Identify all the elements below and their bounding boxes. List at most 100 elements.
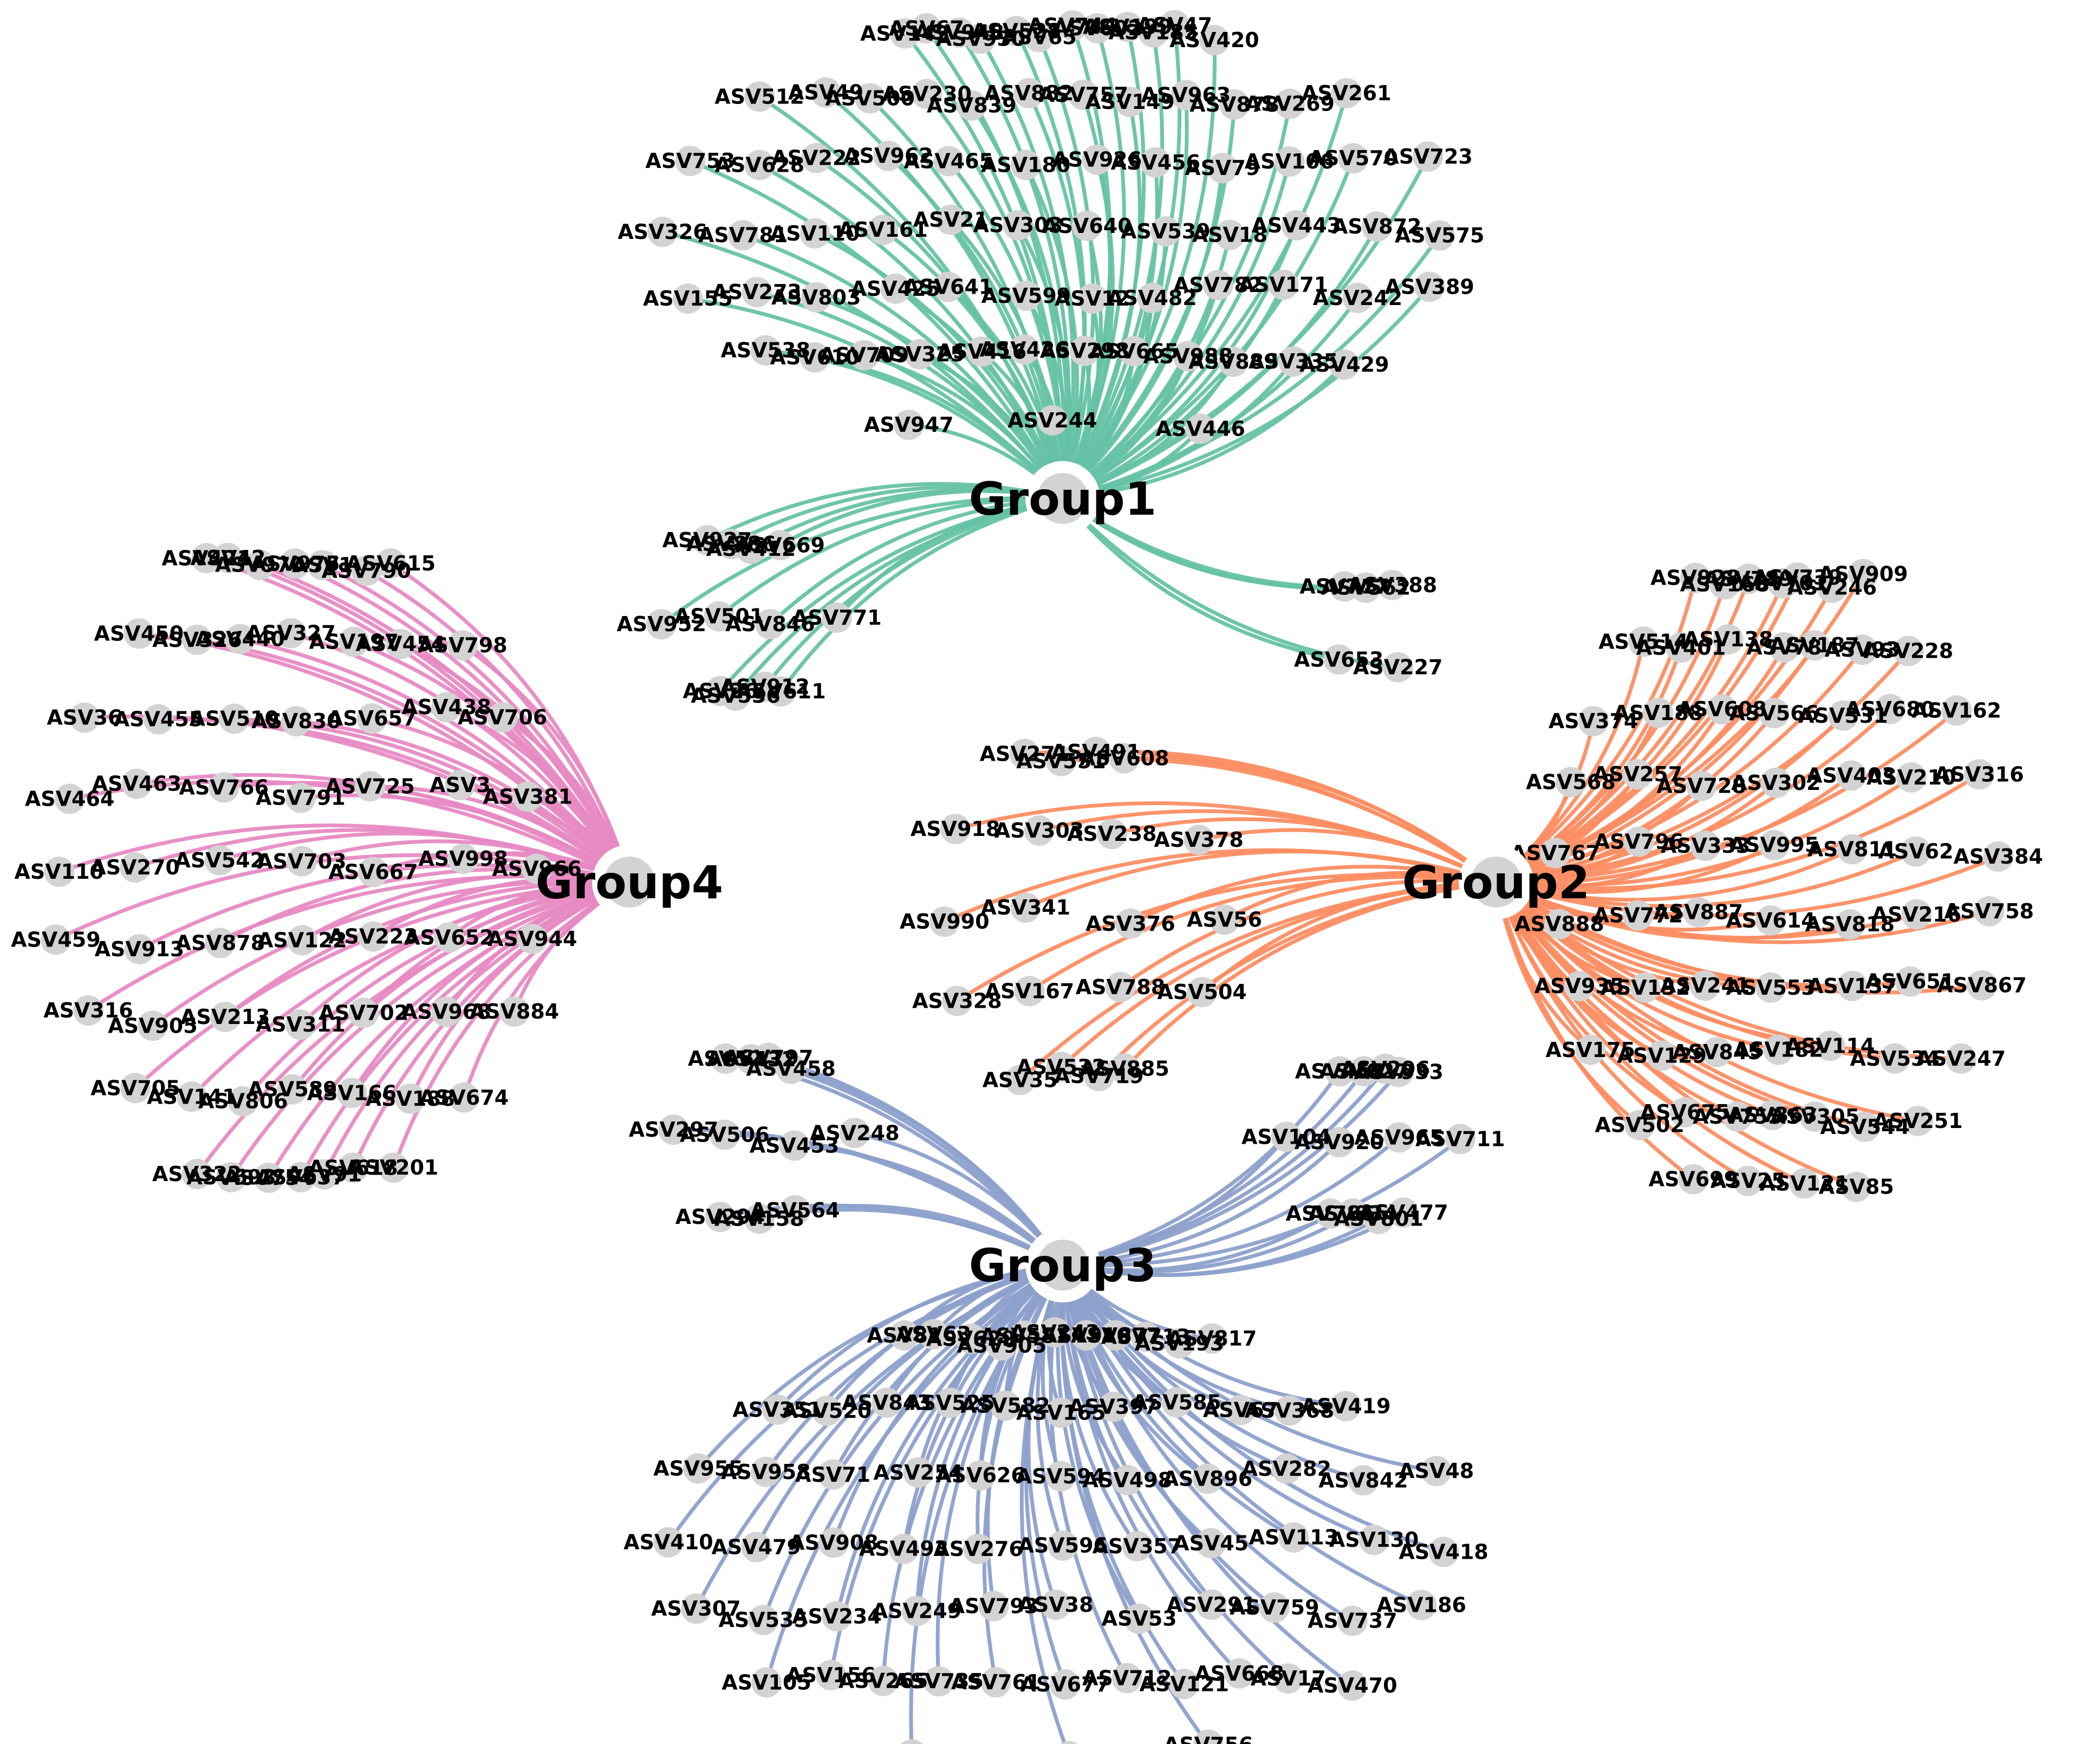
asv-node xyxy=(765,676,796,707)
asv-label: ASV36 xyxy=(47,706,122,730)
edge-group2 xyxy=(1119,878,1498,989)
asv-label: ASV298 xyxy=(1040,339,1130,363)
asv-label: ASV675 xyxy=(1640,1100,1730,1124)
asv-node xyxy=(1388,1197,1419,1228)
asv-label: ASV248 xyxy=(810,1121,900,1145)
asv-node xyxy=(935,204,966,235)
asv-node xyxy=(1045,1461,1076,1492)
asv-label: ASV801 xyxy=(1334,1207,1423,1231)
edge-group3 xyxy=(1061,1263,1439,1473)
asv-label: ASV702 xyxy=(319,1001,409,1025)
asv-node xyxy=(1363,1203,1394,1234)
edge-group4 xyxy=(290,880,632,1092)
asv-label: ASV446 xyxy=(1155,417,1245,440)
asv-label: ASV38 xyxy=(1018,1593,1093,1617)
asv-label: ASV944 xyxy=(487,927,577,951)
asv-node xyxy=(1358,1525,1389,1555)
asv-label: ASV78 xyxy=(1746,636,1822,659)
edge-group1 xyxy=(778,489,1065,547)
asv-label: ASV143 xyxy=(860,22,950,46)
asv-node xyxy=(929,906,960,937)
asv-node xyxy=(522,853,552,884)
asv-label: ASV331 xyxy=(1798,704,1888,728)
asv-node xyxy=(744,81,775,112)
asv-node xyxy=(1709,569,1740,600)
hub-group2 xyxy=(1459,845,1533,919)
asv-label: ASV968 xyxy=(401,1000,491,1024)
asv-label: ASV735 xyxy=(894,1669,984,1693)
asv-label: ASV186 xyxy=(1376,1593,1466,1617)
asv-node xyxy=(1702,1036,1732,1067)
asv-label: ASV570 xyxy=(1309,146,1399,170)
asv-node xyxy=(1555,767,1586,798)
asv-label: ASV963 xyxy=(1141,83,1231,107)
asv-label: ASV410 xyxy=(623,1531,713,1554)
asv-label: ASV990 xyxy=(900,910,990,933)
asv-label: ASV882 xyxy=(984,81,1074,105)
asv-node xyxy=(918,1319,949,1350)
asv-node xyxy=(816,1659,846,1690)
asv-label: ASV608 xyxy=(1677,697,1767,721)
asv-node xyxy=(1828,700,1858,731)
asv-label: ASV771 xyxy=(792,606,882,630)
asv-label: ASV506 xyxy=(680,1123,770,1146)
edge-group3 xyxy=(1061,1263,1348,1408)
asv-node xyxy=(1337,1670,1368,1701)
asv-node xyxy=(956,90,987,121)
asv-node xyxy=(1544,909,1575,939)
asv-label: ASV965 xyxy=(1354,1126,1444,1150)
edge-group2 xyxy=(1494,880,1920,1123)
asv-node xyxy=(799,342,830,373)
asv-node xyxy=(1084,1061,1114,1092)
asv-label: ASV302 xyxy=(1731,771,1821,795)
asv-label: ASV368 xyxy=(1245,1399,1335,1423)
asv-label: ASV216 xyxy=(1872,903,1962,926)
edge-group1 xyxy=(763,496,1065,689)
asv-label: ASV599 xyxy=(981,284,1071,308)
asv-label: ASV995 xyxy=(1730,833,1819,857)
asv-label: ASV425 xyxy=(851,277,941,301)
asv-node xyxy=(818,1527,849,1558)
asv-node xyxy=(351,555,382,586)
asv-node xyxy=(1137,282,1167,313)
edge-group4 xyxy=(351,880,632,1170)
asv-label: ASV276 xyxy=(933,1537,1023,1561)
asv-node xyxy=(817,1459,848,1490)
asv-node xyxy=(933,271,964,302)
asv-node xyxy=(963,1533,994,1564)
asv-node xyxy=(855,83,886,114)
asv-label: ASV867 xyxy=(1937,974,2027,997)
asv-label: ASV294 xyxy=(675,1205,765,1229)
edge-group3 xyxy=(1061,1140,1341,1267)
hub-group1 xyxy=(1025,461,1100,536)
asv-node xyxy=(1003,210,1033,241)
asv-label: ASV652 xyxy=(404,925,494,949)
asv-node xyxy=(209,772,239,803)
asv-label: ASV270 xyxy=(90,855,180,879)
asv-label: ASV384 xyxy=(1953,845,2043,868)
asv-node xyxy=(1185,413,1216,444)
asv-label: ASV165 xyxy=(1016,1401,1106,1425)
asv-label: ASV113 xyxy=(1249,1526,1339,1549)
edge-group3 xyxy=(1061,1263,1376,1542)
asv-label: ASV501 xyxy=(674,605,764,628)
asv-label: ASV843 xyxy=(842,1391,932,1415)
asv-label: ASV199 xyxy=(1083,15,1173,39)
asv-label: ASV885 xyxy=(1080,1056,1169,1080)
asv-node xyxy=(1348,1465,1379,1496)
asv-label: ASV1 xyxy=(292,553,353,577)
asv-node xyxy=(990,1390,1021,1421)
asv-node xyxy=(287,846,317,877)
asv-label: ASV244 xyxy=(1007,409,1097,432)
asv-label: ASV913 xyxy=(95,937,185,961)
asv-label: ASV581 xyxy=(980,1324,1070,1348)
asv-node xyxy=(44,857,75,887)
asv-label: ASV566 xyxy=(1730,701,1819,725)
asv-node xyxy=(912,79,942,109)
asv-node xyxy=(1115,87,1145,118)
asv-label: ASV818 xyxy=(1805,912,1895,936)
asv-node xyxy=(1835,909,1865,940)
asv-label: ASV265 xyxy=(838,1669,928,1693)
asv-node xyxy=(448,844,479,874)
